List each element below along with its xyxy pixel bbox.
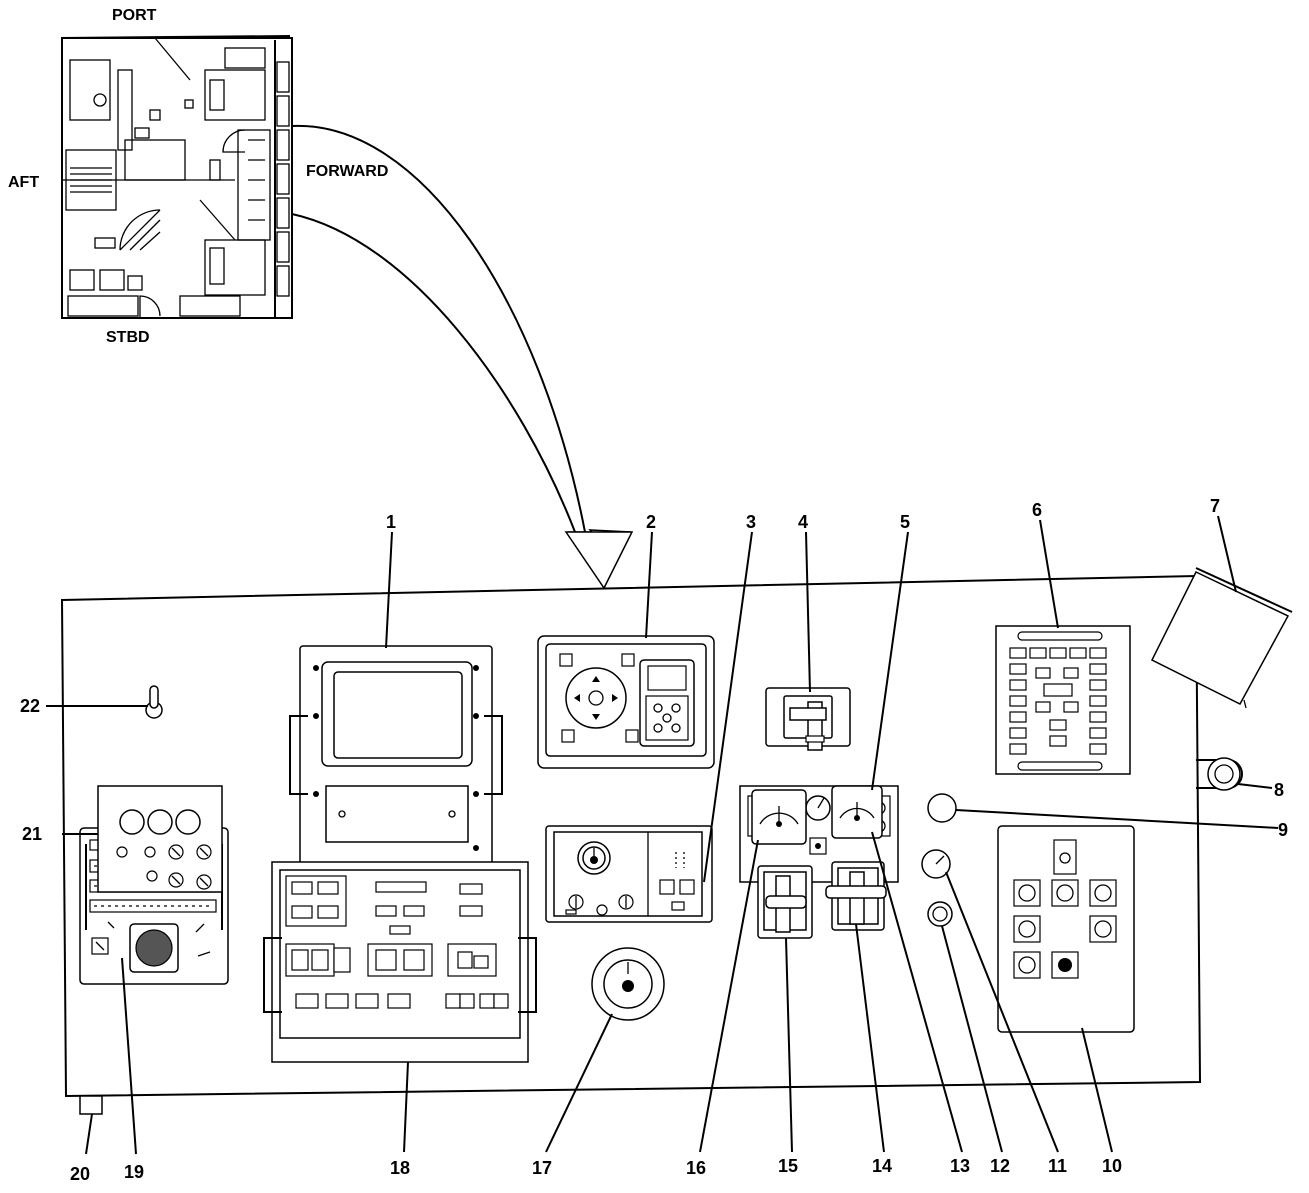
leader-lines bbox=[46, 515, 1279, 1155]
throttle-lever-15 bbox=[757, 865, 813, 939]
meter-left bbox=[751, 789, 807, 845]
sun-visor bbox=[1150, 567, 1293, 709]
rotary-knob bbox=[591, 947, 665, 1021]
callout-2: 2 bbox=[646, 512, 656, 532]
push-button bbox=[927, 901, 953, 927]
port-label: PORT bbox=[112, 7, 157, 24]
display-unit bbox=[289, 645, 503, 869]
control-unit bbox=[263, 861, 537, 1063]
callout-5: 5 bbox=[900, 512, 910, 532]
zoom-arrow bbox=[291, 124, 634, 590]
callout-11: 11 bbox=[1048, 1156, 1067, 1176]
callout-16: 16 bbox=[686, 1158, 706, 1178]
callout-6: 6 bbox=[1032, 500, 1042, 520]
knob-panel bbox=[97, 785, 223, 893]
callout-1: 1 bbox=[386, 512, 396, 532]
console-panel bbox=[60, 574, 1202, 1098]
aft-label: AFT bbox=[8, 174, 39, 191]
callout-22: 22 bbox=[20, 696, 40, 716]
switch-panel bbox=[997, 825, 1135, 1033]
callout-10: 10 bbox=[1102, 1156, 1122, 1176]
joystick-panel bbox=[537, 635, 715, 769]
callout-9: 9 bbox=[1278, 820, 1288, 840]
forward-label: FORWARD bbox=[306, 163, 388, 180]
deck-plan: PORT AFT FORWARD STBD bbox=[8, 7, 388, 346]
callout-14: 14 bbox=[872, 1156, 892, 1176]
console-foot bbox=[79, 1095, 103, 1115]
callout-20: 20 bbox=[70, 1164, 90, 1184]
callout-21: 21 bbox=[22, 824, 42, 844]
dial-control-panel bbox=[545, 825, 713, 923]
meter-right bbox=[831, 785, 883, 839]
callout-18: 18 bbox=[390, 1158, 410, 1178]
round-gauge bbox=[921, 849, 951, 879]
stbd-label: STBD bbox=[106, 329, 150, 346]
callout-15: 15 bbox=[778, 1156, 798, 1176]
throttle-lever-14 bbox=[825, 861, 887, 931]
callout-7: 7 bbox=[1210, 496, 1220, 516]
side-fitting bbox=[1196, 757, 1243, 791]
callout-17: 17 bbox=[532, 1158, 552, 1178]
callout-3: 3 bbox=[746, 512, 756, 532]
callout-13: 13 bbox=[950, 1156, 970, 1176]
callout-labels: 1 2 3 4 5 6 7 8 9 10 11 12 13 14 15 16 1… bbox=[20, 496, 1288, 1184]
callout-19: 19 bbox=[124, 1162, 144, 1182]
throttle-lever-4 bbox=[765, 687, 851, 751]
callout-4: 4 bbox=[798, 512, 808, 532]
annunciator-panel bbox=[995, 625, 1131, 775]
callout-12: 12 bbox=[990, 1156, 1010, 1176]
callout-8: 8 bbox=[1274, 780, 1284, 800]
indicator-lamp bbox=[927, 793, 957, 823]
toggle-switch bbox=[145, 685, 163, 719]
